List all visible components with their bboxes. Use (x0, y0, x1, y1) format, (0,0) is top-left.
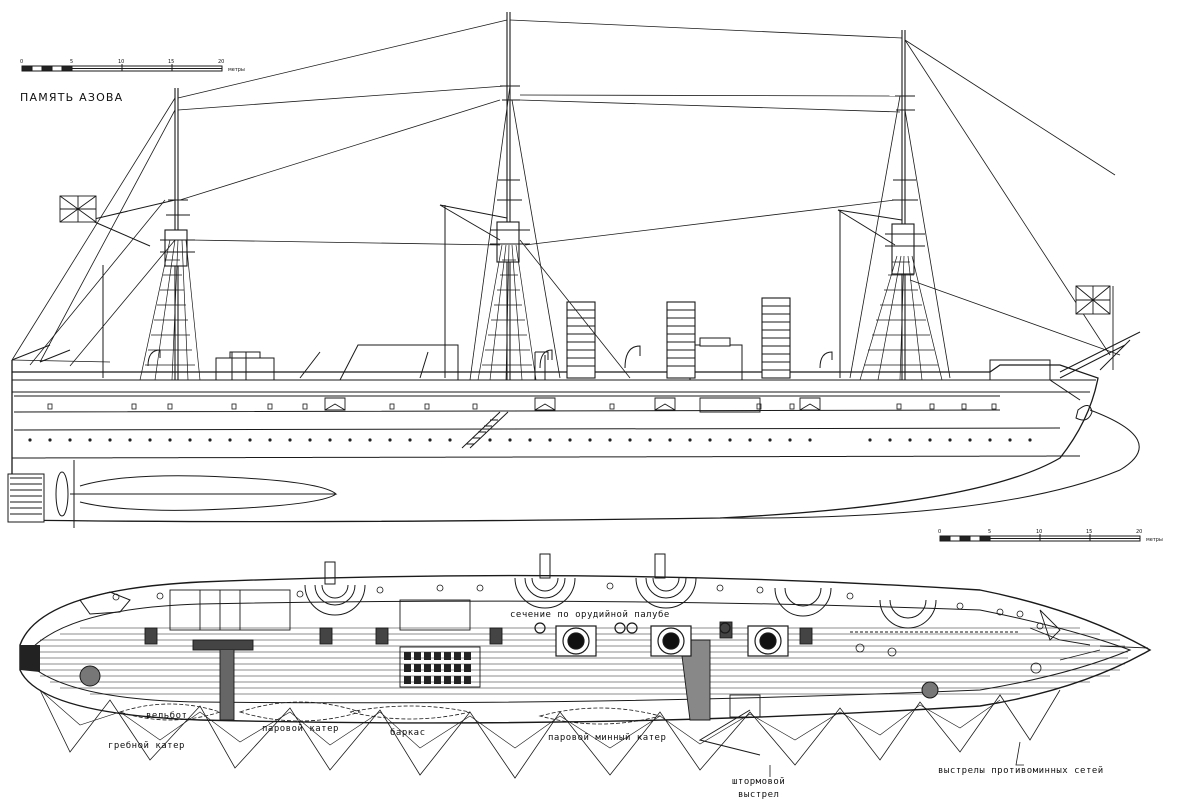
scale-tick: 0 (938, 529, 941, 535)
anchor-chain (850, 609, 1149, 661)
label-steam-boat: паровой катер (262, 724, 339, 734)
superstructure (215, 337, 1051, 381)
net-booms-top (39, 689, 1001, 749)
plan-deck-edge (29, 600, 1132, 704)
ventilators (147, 345, 833, 369)
portholes (47, 403, 997, 410)
scale-unit: метры (1146, 537, 1163, 543)
label-storm-boom-1: штормовой (732, 777, 785, 787)
gun-ports (324, 397, 821, 413)
scale-tick: 5 (70, 59, 73, 65)
scale-unit: метры (228, 67, 245, 73)
scale-bar-top: 0 5 10 15 20 метры (20, 59, 245, 73)
mast-fore (160, 88, 195, 380)
plan-funnels (534, 622, 789, 657)
side-profile (7, 12, 1141, 528)
bulwark-band (13, 395, 1001, 413)
mast-mizzen (885, 30, 925, 380)
deck-fittings (112, 582, 1044, 674)
label-rowing-boat: гребной катер (108, 740, 185, 751)
bowsprit (1059, 331, 1141, 379)
scale-tick: 10 (118, 59, 124, 65)
scale-tick: 20 (1136, 529, 1142, 535)
net-booms (39, 689, 1061, 779)
funnel-1 (566, 301, 596, 379)
drawing-title: ПАМЯТЬ АЗОВА (20, 91, 123, 104)
rudder-and-propeller (7, 460, 338, 528)
label-section-gun-deck: сечение по орудийной палубе (510, 609, 670, 620)
gun-sponsons (79, 553, 937, 629)
scale-tick: 5 (988, 529, 991, 535)
belt-line (13, 427, 1061, 431)
funnels (566, 297, 791, 379)
lower-portholes (28, 438, 1032, 442)
deck-structures (144, 589, 813, 721)
stern-structure (20, 645, 939, 699)
stern-davits (11, 344, 429, 379)
deck-plan (19, 553, 1152, 779)
scale-tick: 15 (1086, 529, 1092, 535)
label-storm-boom-2: выстрел (738, 790, 779, 800)
scale-bar-bottom: 0 5 10 15 20 метры (938, 529, 1163, 543)
scale-tick: 10 (1036, 529, 1042, 535)
plan-labels: сечение по орудийной палубе вельбот греб… (108, 609, 1104, 800)
waterline (11, 455, 1081, 459)
label-torpedo-boat: паровой минный катер (548, 733, 666, 743)
hull-outline (11, 360, 1099, 523)
funnel-2 (666, 301, 696, 379)
label-whaleboat: вельбот (146, 710, 187, 721)
plan-hull-outline (19, 574, 1152, 724)
skylight-grid (404, 652, 471, 684)
mast-main (490, 12, 530, 380)
scale-tick: 20 (218, 59, 224, 65)
stern-flag (59, 195, 97, 223)
funnel-3 (761, 297, 791, 379)
label-launch: баркас (390, 727, 426, 738)
jack-flag (1075, 285, 1114, 370)
label-net-booms: выстрелы противоминных сетей (938, 766, 1104, 776)
waterline-curve (719, 409, 1140, 519)
scale-tick: 0 (20, 59, 23, 65)
storm-boom (698, 709, 761, 756)
shrouds (139, 239, 943, 381)
scale-tick: 15 (168, 59, 174, 65)
accommodation-ladder (461, 411, 509, 449)
gaffs (89, 199, 903, 378)
rigging-lines (11, 19, 1121, 381)
anchor (1049, 379, 1093, 421)
